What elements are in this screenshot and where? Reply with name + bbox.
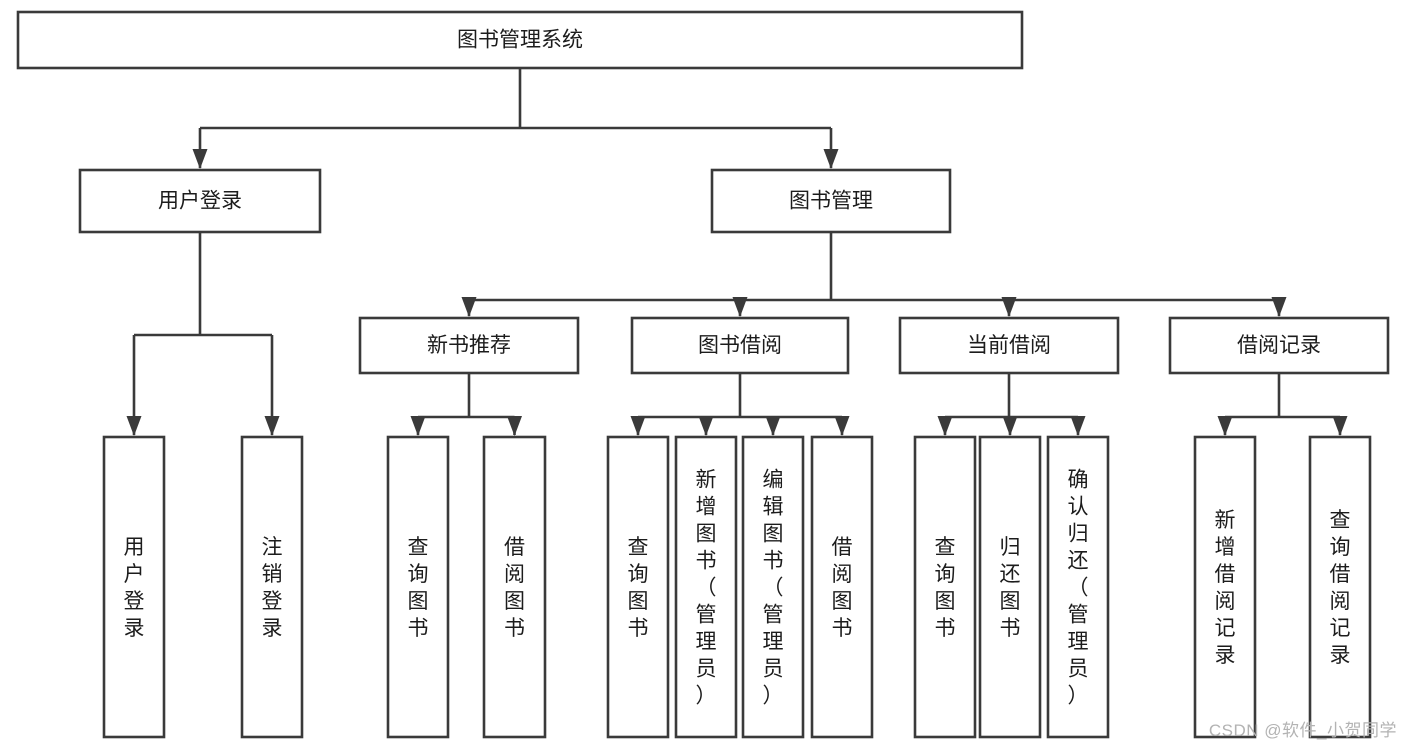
level3-node-2[interactable]: 图书借阅 bbox=[630, 316, 850, 375]
leaf-node-11[interactable]: 确认归还（管理员） bbox=[1046, 435, 1110, 739]
arrow-head-icon bbox=[507, 416, 522, 436]
leaf-node-rect[interactable] bbox=[913, 435, 977, 739]
leaf-node-label: 查询图书 bbox=[408, 536, 429, 640]
level2-node-label: 用户登录 bbox=[158, 190, 242, 213]
leaf-node-1[interactable]: 用户登录 bbox=[102, 435, 166, 739]
leaf-node-4[interactable]: 借阅图书 bbox=[482, 435, 547, 739]
level3-node-3[interactable]: 当前借阅 bbox=[898, 316, 1120, 375]
arrow-head-icon bbox=[410, 416, 426, 436]
arrow-head-icon bbox=[1070, 416, 1086, 436]
level3-node-rect[interactable] bbox=[630, 316, 850, 375]
level3-node-label: 新书推荐 bbox=[427, 334, 511, 357]
leaf-node-label: 注销登录 bbox=[262, 536, 283, 640]
level3-node-label: 图书借阅 bbox=[698, 334, 782, 357]
arrow-head-icon bbox=[1332, 416, 1348, 436]
leaf-node-rect[interactable] bbox=[1046, 435, 1110, 739]
leaf-node-label: 查询图书 bbox=[628, 536, 649, 640]
leaf-node-8[interactable]: 借阅图书 bbox=[810, 435, 874, 739]
arrow-head-icon bbox=[1217, 416, 1233, 436]
leaf-node-label: 用户登录 bbox=[124, 536, 145, 640]
leaf-node-7[interactable]: 编辑图书（管理员） bbox=[741, 435, 805, 739]
arrow-head-icon bbox=[765, 416, 781, 436]
leaf-node-5[interactable]: 查询图书 bbox=[606, 435, 670, 739]
arrow-head-icon bbox=[1271, 297, 1287, 317]
node-layer: 图书管理系统用户登录图书管理新书推荐图书借阅当前借阅借阅记录用户登录注销登录查询… bbox=[16, 10, 1390, 739]
root-node-label: 图书管理系统 bbox=[457, 29, 583, 52]
arrow-head-icon bbox=[461, 297, 477, 317]
connector-layer bbox=[126, 68, 1348, 436]
arrow-head-icon bbox=[698, 416, 714, 436]
leaf-node-rect[interactable] bbox=[606, 435, 670, 739]
leaf-node-label: 编辑图书（管理员） bbox=[763, 469, 784, 708]
leaf-node-label: 新增借阅记录 bbox=[1215, 509, 1236, 667]
leaf-node-13[interactable]: 查询借阅记录 bbox=[1308, 435, 1372, 739]
arrow-head-icon bbox=[126, 416, 142, 436]
leaf-node-label: 借阅图书 bbox=[832, 536, 853, 640]
leaf-node-3[interactable]: 查询图书 bbox=[386, 435, 450, 739]
leaf-node-rect[interactable] bbox=[482, 435, 547, 739]
leaf-node-12[interactable]: 新增借阅记录 bbox=[1193, 435, 1257, 739]
arrow-head-icon bbox=[1001, 297, 1017, 317]
leaf-node-9[interactable]: 查询图书 bbox=[913, 435, 977, 739]
level3-node-label: 当前借阅 bbox=[967, 334, 1051, 357]
arrow-head-icon bbox=[1002, 416, 1018, 436]
leaf-node-rect[interactable] bbox=[386, 435, 450, 739]
level2-node-1[interactable]: 用户登录 bbox=[78, 168, 322, 234]
arrow-head-icon bbox=[630, 416, 646, 436]
leaf-node-rect[interactable] bbox=[810, 435, 874, 739]
arrow-head-icon bbox=[732, 297, 748, 317]
arrow-head-icon bbox=[834, 416, 850, 436]
leaf-node-label: 新增图书（管理员） bbox=[696, 469, 717, 708]
level3-node-4[interactable]: 借阅记录 bbox=[1168, 316, 1390, 375]
leaf-node-label: 归还图书 bbox=[1000, 536, 1021, 640]
leaf-node-label: 借阅图书 bbox=[504, 536, 525, 640]
arrow-head-icon bbox=[937, 416, 953, 436]
leaf-node-2[interactable]: 注销登录 bbox=[240, 435, 304, 739]
arrow-head-icon bbox=[823, 149, 839, 169]
leaf-node-label: 确认归还（管理员） bbox=[1068, 469, 1089, 708]
level3-node-label: 借阅记录 bbox=[1237, 334, 1321, 357]
level3-node-rect[interactable] bbox=[1168, 316, 1390, 375]
level3-node-rect[interactable] bbox=[358, 316, 580, 375]
leaf-node-rect[interactable] bbox=[978, 435, 1042, 739]
csdn-watermark: CSDN @软件_小贺同学 bbox=[1208, 721, 1397, 740]
leaf-node-rect[interactable] bbox=[674, 435, 738, 739]
level2-node-2[interactable]: 图书管理 bbox=[710, 168, 952, 234]
leaf-node-6[interactable]: 新增图书（管理员） bbox=[674, 435, 738, 739]
level2-node-label: 图书管理 bbox=[789, 190, 873, 213]
level3-node-rect[interactable] bbox=[898, 316, 1120, 375]
leaf-node-rect[interactable] bbox=[102, 435, 166, 739]
leaf-node-label: 查询图书 bbox=[935, 536, 956, 640]
leaf-node-rect[interactable] bbox=[1308, 435, 1372, 739]
leaf-node-label: 查询借阅记录 bbox=[1330, 509, 1351, 667]
leaf-node-rect[interactable] bbox=[1193, 435, 1257, 739]
root-node-1[interactable]: 图书管理系统 bbox=[16, 10, 1024, 70]
level3-node-1[interactable]: 新书推荐 bbox=[358, 316, 580, 375]
leaf-node-rect[interactable] bbox=[240, 435, 304, 739]
level2-node-rect[interactable] bbox=[78, 168, 322, 234]
level2-node-rect[interactable] bbox=[710, 168, 952, 234]
leaf-node-rect[interactable] bbox=[741, 435, 805, 739]
arrow-head-icon bbox=[264, 416, 280, 436]
arrow-head-icon bbox=[192, 149, 208, 169]
leaf-node-10[interactable]: 归还图书 bbox=[978, 435, 1042, 739]
root-node-rect[interactable] bbox=[16, 10, 1024, 70]
